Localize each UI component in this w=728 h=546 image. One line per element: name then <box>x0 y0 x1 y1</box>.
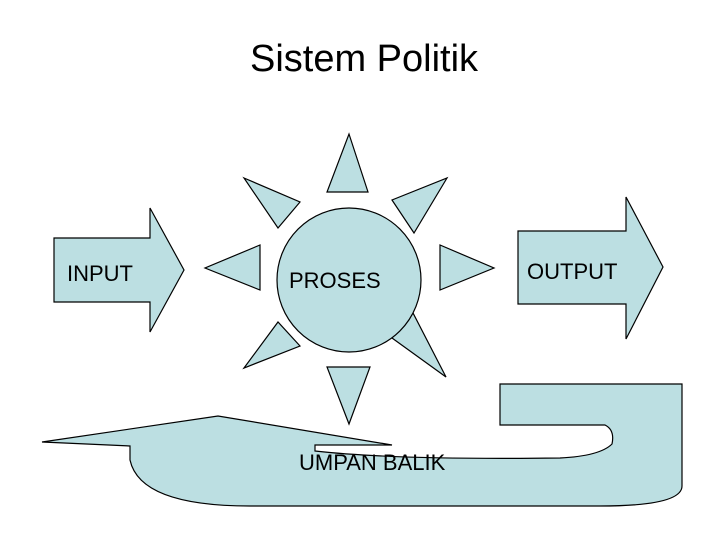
ray-bottom-left <box>242 321 302 370</box>
process-label: PROSES <box>289 268 381 293</box>
output-label: OUTPUT <box>527 259 617 284</box>
feedback-arrow <box>41 383 683 507</box>
page-title: Sistem Politik <box>249 38 479 80</box>
ray-top <box>326 132 369 193</box>
ray-left <box>203 244 261 291</box>
feedback-label: UMPAN BALIK <box>299 450 446 475</box>
output-arrow <box>517 196 664 340</box>
ray-bottom <box>326 366 371 426</box>
process-circle <box>276 207 422 353</box>
input-arrow <box>53 207 185 333</box>
input-label: INPUT <box>67 261 133 286</box>
ray-top-right <box>391 176 449 235</box>
ray-top-left <box>242 176 301 229</box>
ray-right <box>439 244 496 291</box>
